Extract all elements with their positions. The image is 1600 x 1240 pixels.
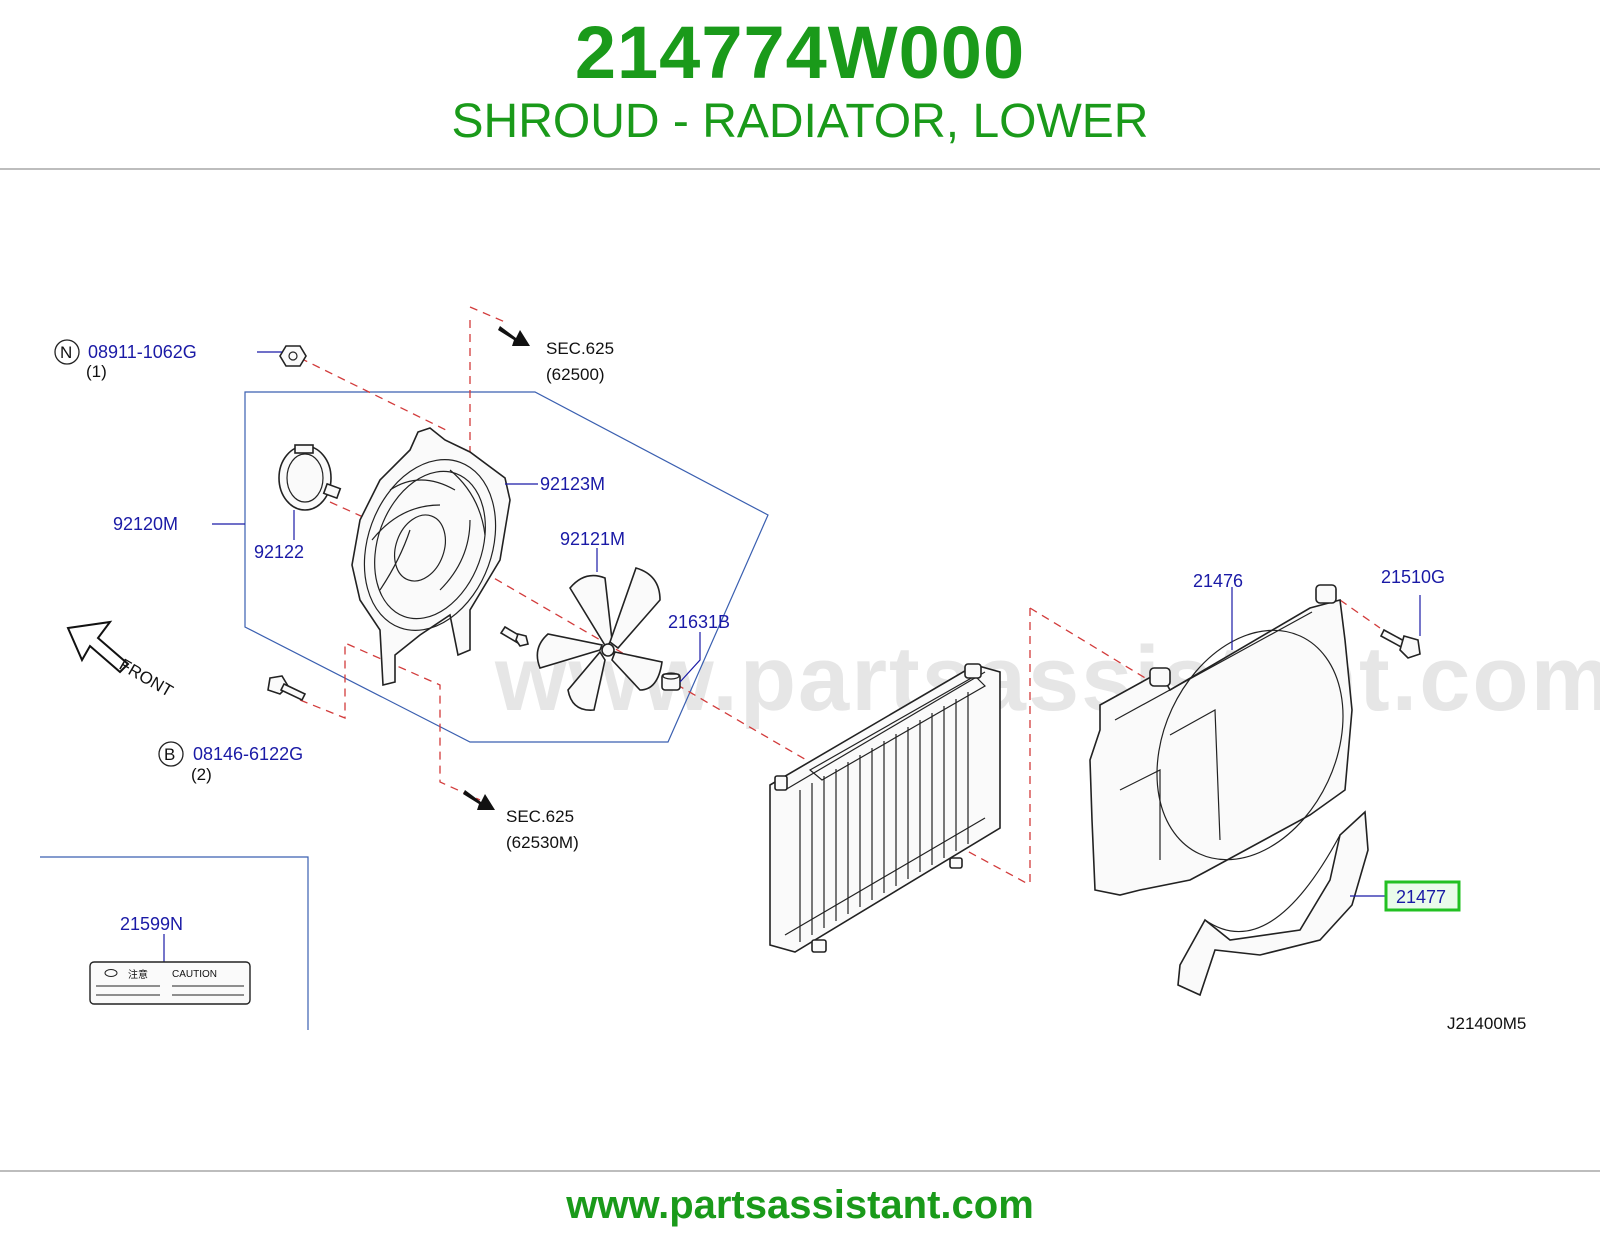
fan-92121m (536, 567, 663, 711)
nut-qty: (1) (86, 362, 107, 381)
fan-screw (499, 625, 529, 647)
front-arrow (66, 620, 130, 674)
caution-label-sticker (89, 961, 251, 1005)
upper-shroud-label[interactable]: 21476 (1193, 571, 1243, 591)
watermark: www.partsassistant.com (494, 628, 1600, 730)
fan-assembly-label[interactable]: 92120M (113, 514, 178, 534)
fan-label[interactable]: 92121M (560, 529, 625, 549)
dash-nut (299, 357, 451, 433)
dash-sec-upper-arrow (469, 306, 506, 323)
motor-92122 (278, 444, 342, 511)
upper-shroud-21476 (1089, 584, 1353, 896)
part-name: SHROUD - RADIATOR, LOWER (451, 95, 1149, 148)
caution-kanji: 注意 (128, 968, 148, 981)
lower-shroud-highlight (1384, 880, 1461, 912)
part-number: 214774W000 (574, 11, 1026, 94)
bolt-qty: (2) (191, 765, 212, 784)
dash-bolt-21510g (1339, 599, 1381, 629)
footer-divider (0, 1170, 1600, 1172)
header: 214774W000 SHROUD - RADIATOR, LOWER (0, 0, 1600, 170)
label-section-divider (40, 856, 309, 1030)
header-divider (0, 168, 1600, 170)
parts-diagram: www.partsassistant.com N 08911-1062G (1)… (0, 172, 1600, 1172)
sec-lower-arrow (463, 790, 495, 810)
sec-upper-ref: (62500) (546, 365, 605, 384)
sec-upper-arrow (498, 326, 530, 346)
front-label: FRONT (116, 655, 176, 701)
dash-shroud-top (1029, 607, 1166, 691)
caution-label-part[interactable]: 21599N (120, 914, 183, 934)
fan-assembly-outline (244, 391, 769, 743)
shroud-bolt-label[interactable]: 21510G (1381, 567, 1445, 587)
sec-lower-ref: (62530M) (506, 833, 579, 852)
lower-shroud-label[interactable]: 21477 (1396, 887, 1446, 907)
diagram-code: J21400M5 (1447, 1014, 1526, 1033)
caution-text: CAUTION (172, 969, 217, 980)
sec-upper-label: SEC.625 (546, 339, 614, 358)
fan-shroud-92123m (351, 427, 511, 687)
bolt-marker-circle (158, 741, 184, 767)
radiator (769, 663, 1001, 953)
nut-marker: N (60, 343, 72, 362)
nut-marker-circle (54, 339, 80, 365)
leader-21631b (679, 632, 701, 683)
bolt-part-label[interactable]: 08146-6122G (193, 744, 303, 764)
lower-shroud-21477 (1177, 810, 1369, 997)
bolt-08146-6122g (267, 675, 307, 702)
diagram-canvas: www.partsassistant.com N 08911-1062G (1)… (40, 306, 1600, 1033)
motor-label[interactable]: 92122 (254, 542, 304, 562)
bolt-marker: B (164, 745, 175, 764)
fan-shroud-label[interactable]: 92123M (540, 474, 605, 494)
nut-08911-1062g (279, 345, 307, 367)
nut-part-label[interactable]: 08911-1062G (88, 342, 197, 362)
dash-fan-axis (329, 501, 821, 769)
sec-lower-label: SEC.625 (506, 807, 574, 826)
footer-url[interactable]: www.partsassistant.com (566, 1183, 1034, 1227)
bolt-21510g (1379, 628, 1421, 659)
spacer-label[interactable]: 21631B (668, 612, 730, 632)
spacer-21631b (661, 672, 681, 691)
